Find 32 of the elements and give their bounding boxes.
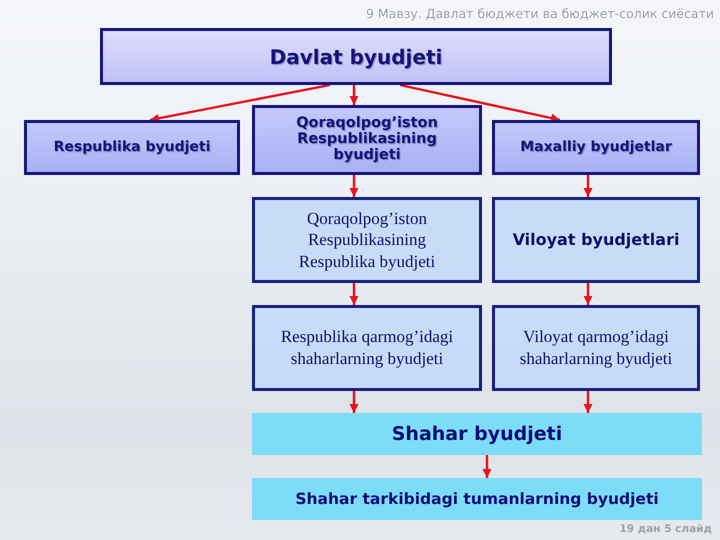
budget-label: Shahar tarkibidagi tumanlarning byudjeti xyxy=(295,490,659,508)
budget-box xyxy=(252,197,482,283)
budget-box xyxy=(492,120,700,175)
budget-box xyxy=(252,413,702,455)
arrow xyxy=(400,84,560,122)
budget-label: Shahar byudjeti xyxy=(392,422,562,446)
budget-box xyxy=(252,105,482,175)
budget-box xyxy=(492,197,700,283)
arrow xyxy=(150,84,330,123)
arrow xyxy=(584,175,592,197)
arrow xyxy=(584,391,592,413)
arrow xyxy=(584,283,592,305)
slide-header: 9 Мавзу. Давлат бюджети ва бюджет-солик сиёсати xyxy=(366,6,714,21)
budget-box xyxy=(252,305,482,391)
arrow xyxy=(350,391,358,413)
budget-label: Qoraqolpog’iston Respublikasining byudjeti xyxy=(295,116,439,164)
budget-label: Viloyat qarmog’idagi shaharlarning byudjeti xyxy=(518,326,674,370)
arrow xyxy=(482,455,492,478)
slide-number: 19 дан 5 слайд xyxy=(619,523,712,536)
budget-label: Qoraqolpog’iston Respublikasining Respublika byudjeti xyxy=(298,208,436,272)
budget-box xyxy=(252,478,702,520)
arrow xyxy=(350,85,358,105)
budget-box xyxy=(24,120,240,175)
arrow xyxy=(350,283,358,305)
budget-box xyxy=(492,305,700,391)
budget-label: Respublika byudjeti xyxy=(54,139,210,156)
arrow xyxy=(350,175,358,197)
budget-label: Viloyat byudjetlari xyxy=(512,230,680,250)
budget-label: Davlat byudjeti xyxy=(270,44,442,68)
budget-label: Maxalliy byudjetlar xyxy=(520,139,672,156)
budget-box xyxy=(100,28,612,85)
budget-label: Respublika qarmog’idagi shaharlarning byudjeti xyxy=(280,326,454,370)
